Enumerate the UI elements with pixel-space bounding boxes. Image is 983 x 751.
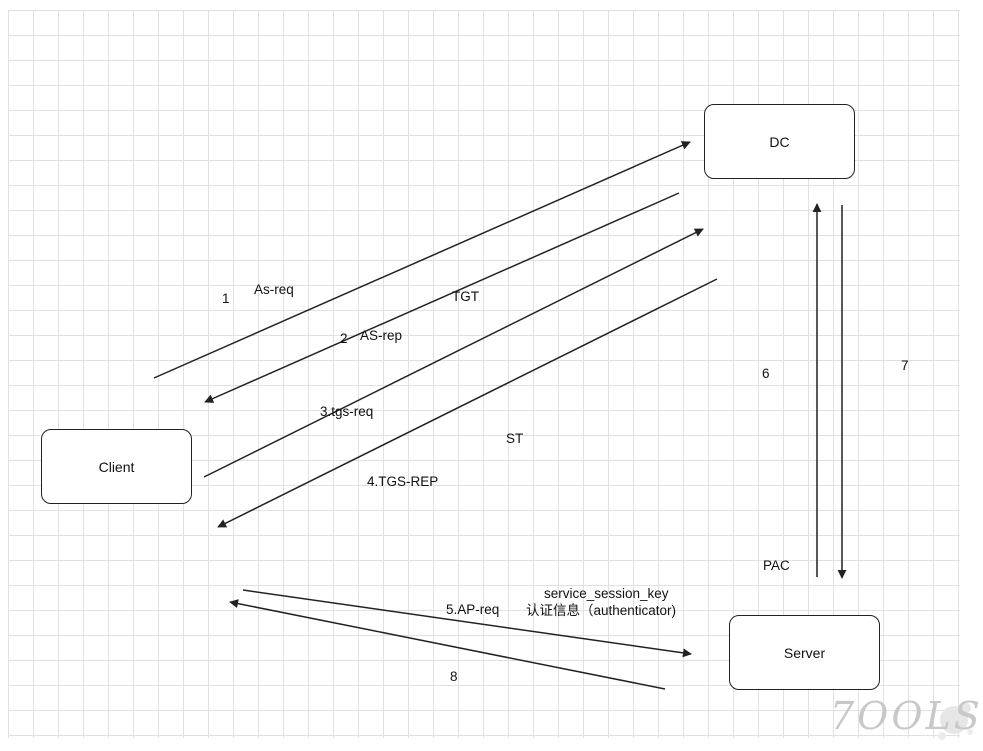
arrow-tgs-req: [203, 228, 704, 478]
watermark-splash-icon: [938, 703, 973, 740]
st-label: ST: [506, 431, 524, 446]
step-2-label: 2: [340, 331, 348, 346]
step-1-label: 1: [222, 291, 230, 306]
authenticator-label: 认证信息（authenticator): [526, 603, 677, 618]
arrow-as-rep: [204, 192, 680, 403]
client-node: Client: [41, 429, 192, 504]
client-label: Client: [98, 458, 135, 475]
arrow-ap-rep-8: [229, 599, 666, 690]
arrow-as-req: [153, 141, 691, 379]
step-8-label: 8: [450, 669, 458, 684]
as-req-label: As-req: [254, 282, 294, 297]
tgt-label: TGT: [452, 289, 479, 304]
watermark-text: 7OOLS: [830, 694, 983, 738]
service-session-key-label: service_session_key: [544, 586, 669, 601]
as-rep-label: AS-rep: [360, 328, 403, 343]
server-node: Server: [729, 615, 880, 690]
dc-label: DC: [769, 133, 790, 150]
arrow-tgs-rep: [217, 278, 718, 528]
dc-node: DC: [704, 104, 855, 179]
server-label: Server: [783, 644, 826, 661]
arrow-ap-req: [242, 589, 692, 658]
step-6-label: 6: [762, 366, 770, 381]
tgs-req-label: 3.tgs-req: [320, 404, 374, 419]
tgs-rep-label: 4.TGS-REP: [367, 474, 439, 489]
watermark-logo: 7OOLS: [824, 692, 980, 748]
pac-label: PAC: [763, 558, 790, 573]
ap-req-label: 5.AP-req: [446, 602, 500, 617]
step-7-label: 7: [901, 358, 909, 373]
